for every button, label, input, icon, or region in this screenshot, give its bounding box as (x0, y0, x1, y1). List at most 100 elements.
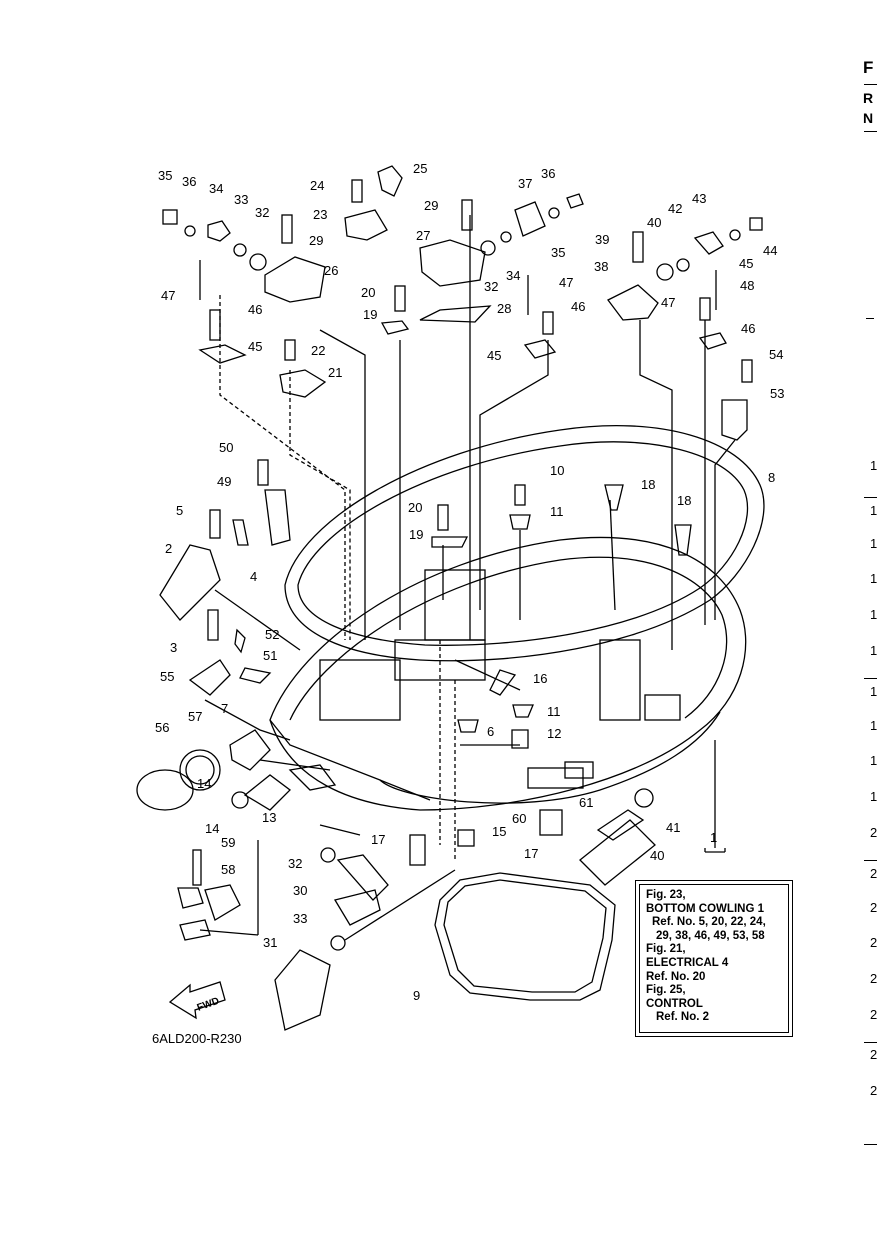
callout-label: 30 (293, 883, 307, 898)
reference-box-inner: Fig. 23, BOTTOM COWLING 1 Ref. No. 5, 20… (639, 884, 789, 1033)
callout-label: 1 (710, 830, 717, 845)
right-edge-number: 2 (870, 825, 877, 840)
callout-label: 26 (324, 263, 338, 278)
callout-label: 45 (248, 339, 262, 354)
callout-label: 12 (547, 726, 561, 741)
callout-label: 22 (311, 343, 325, 358)
callout-label: 49 (217, 474, 231, 489)
fwd-label: FWD (196, 996, 221, 1014)
callout-label: 13 (262, 810, 276, 825)
callout-label: 51 (263, 648, 277, 663)
callout-label: 31 (263, 935, 277, 950)
right-edge-letter: R (863, 90, 874, 106)
ref-line: BOTTOM COWLING 1 (646, 902, 764, 915)
callout-label: 16 (533, 671, 547, 686)
right-edge-rule (864, 84, 877, 85)
fwd-arrow (168, 981, 226, 1020)
callout-label: 36 (541, 166, 555, 181)
ref-line: Fig. 25, (646, 984, 686, 997)
callout-label: 57 (188, 709, 202, 724)
callout-label: 59 (221, 835, 235, 850)
right-edge-number: 2 (870, 1007, 877, 1022)
callout-label: 17 (524, 846, 538, 861)
callout-label: 32 (255, 205, 269, 220)
callout-label: 5 (176, 503, 183, 518)
callout-label: 44 (763, 243, 777, 258)
callout-label: 23 (313, 207, 327, 222)
callout-label: 33 (293, 911, 307, 926)
callout-label: 37 (518, 176, 532, 191)
callout-label: 53 (770, 386, 784, 401)
right-edge-number: 2 (870, 1083, 877, 1098)
right-edge-number: 1 (870, 684, 877, 699)
callout-label: 46 (571, 299, 585, 314)
callout-label: 45 (739, 256, 753, 271)
callout-label: 55 (160, 669, 174, 684)
right-edge-number: 2 (870, 971, 877, 986)
callout-label: 34 (209, 181, 223, 196)
right-edge-number: 2 (870, 866, 877, 881)
cowling-rim-outer (284, 424, 765, 662)
callout-label: 2 (165, 541, 172, 556)
callout-label: 20 (408, 500, 422, 515)
callout-label: 56 (155, 720, 169, 735)
right-edge-rule (864, 678, 877, 679)
callout-label: 34 (506, 268, 520, 283)
right-edge-rule (864, 131, 877, 132)
callout-label: 19 (409, 527, 423, 542)
ref-line: Ref. No. 2 (656, 1011, 710, 1024)
right-edge-rule (864, 860, 877, 861)
right-edge-rule (866, 318, 874, 319)
callout-label: 52 (265, 627, 279, 642)
callout-label: 9 (413, 988, 420, 1003)
callout-label: 32 (484, 279, 498, 294)
right-edge-number: 2 (870, 935, 877, 950)
callout-label: 8 (768, 470, 775, 485)
ref-line: Ref. No. 5, 20, 22, 24, (652, 916, 766, 929)
callout-label: 41 (666, 820, 680, 835)
right-edge-number: 1 (870, 458, 877, 473)
right-edge-number: 1 (870, 503, 877, 518)
callout-label: 7 (221, 701, 228, 716)
ref-line: 29, 38, 46, 49, 53, 58 (656, 929, 765, 942)
callout-label: 58 (221, 862, 235, 877)
callout-label: 42 (668, 201, 682, 216)
callout-label: 47 (161, 288, 175, 303)
callout-label: 29 (424, 198, 438, 213)
right-edge-number: 1 (870, 607, 877, 622)
callout-label: 29 (309, 233, 323, 248)
callout-label: 38 (594, 259, 608, 274)
callout-label: 28 (497, 301, 511, 316)
right-edge-letter: F (863, 58, 874, 77)
callout-label: 10 (550, 463, 564, 478)
callout-label: 25 (413, 161, 427, 176)
callout-label: 14 (205, 821, 219, 836)
callout-label: 40 (650, 848, 664, 863)
right-edge-letter: N (863, 110, 874, 126)
right-edge-number: 1 (870, 536, 877, 551)
callout-label: 40 (647, 215, 661, 230)
right-edge-number: 1 (870, 753, 877, 768)
callout-label: 20 (361, 285, 375, 300)
right-edge-number: 1 (870, 571, 877, 586)
callout-label: 50 (219, 440, 233, 455)
callout-label: 45 (487, 348, 501, 363)
callout-label: 54 (769, 347, 783, 362)
callout-label: 46 (248, 302, 262, 317)
right-edge-number: 1 (870, 789, 877, 804)
right-edge-number: 1 (870, 718, 877, 733)
callout-label: 14 (197, 776, 211, 791)
callout-label: 4 (250, 569, 257, 584)
right-edge-number: 1 (870, 643, 877, 658)
callout-label: 47 (661, 295, 675, 310)
ref-line: CONTROL (646, 997, 703, 1010)
right-edge-rule (864, 1042, 877, 1043)
seal-ring (434, 872, 616, 1001)
callout-label: 18 (641, 477, 655, 492)
right-edge-rule (864, 1144, 877, 1145)
callout-label: 35 (551, 245, 565, 260)
ref-line: ELECTRICAL 4 (646, 956, 729, 969)
callout-label: 60 (512, 811, 526, 826)
callout-label: 24 (310, 178, 324, 193)
